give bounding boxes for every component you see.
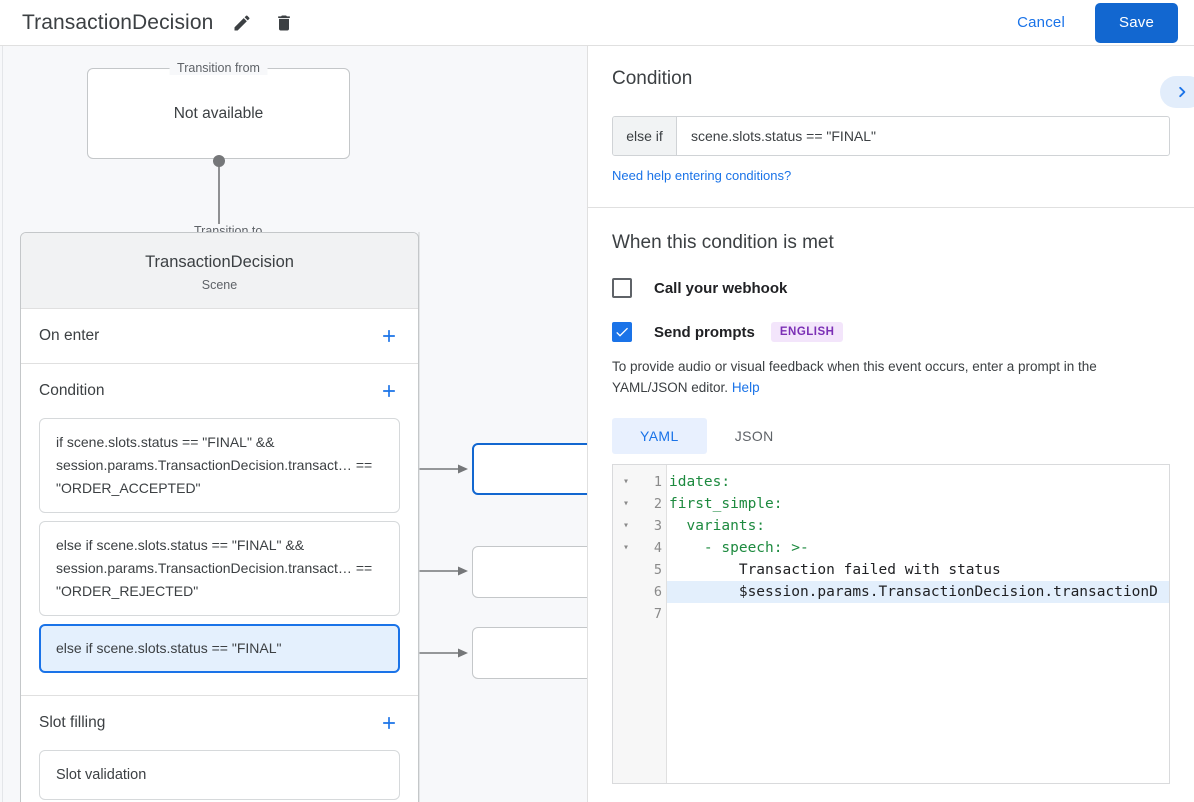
scene-graph-canvas[interactable]: Transition from Not available Transition… [0,46,588,802]
tab-json[interactable]: JSON [734,428,774,444]
condition-list-item[interactable]: else if scene.slots.status == "FINAL" &&… [39,521,400,616]
transition-from-value: Not available [173,104,264,122]
prompts-description-text: To provide audio or visual feedback when… [612,359,1097,395]
line-number: 6 [653,584,662,600]
line-number: 2 [653,496,662,512]
target-node-3[interactable] [472,627,587,679]
app-top-bar: TransactionDecision Cancel Save [0,0,1194,46]
condition-expression-field[interactable]: else if [612,116,1170,156]
plus-icon-condition[interactable] [378,380,400,402]
code-line[interactable]: variants: [669,518,766,534]
transition-from-node[interactable]: Transition from Not available [87,61,350,159]
code-line[interactable]: first_simple: [669,496,783,512]
prompts-description: To provide audio or visual feedback when… [612,356,1170,398]
line-number: 5 [653,562,662,578]
slot-validation-item[interactable]: Slot validation [39,750,400,800]
chevron-right-icon[interactable] [1160,76,1194,108]
line-number: 7 [653,606,662,622]
fold-spacer [613,559,639,581]
code-line[interactable]: Transaction failed with status [669,562,1001,578]
plus-icon-on-enter[interactable] [378,325,400,347]
when-condition-met-title: When this condition is met [612,232,834,253]
target-node-2[interactable] [472,546,587,598]
prompts-help-link[interactable]: Help [731,380,760,395]
fold-spacer [613,603,639,625]
line-number: 1 [653,474,662,490]
page-title: TransactionDecision [22,10,214,34]
fold-caret-icon[interactable]: ▾ [622,476,630,487]
panel-title: Condition [612,68,693,89]
condition-detail-panel: Condition else if Need help entering con… [588,46,1194,802]
fold-caret-icon[interactable]: ▾ [622,542,630,553]
panel-body: When this condition is met Call your web… [588,208,1194,784]
condition-list-item-selected[interactable]: else if scene.slots.status == "FINAL" [39,624,400,673]
line-number: 4 [653,540,662,556]
section-title-on-enter: On enter [39,327,100,344]
pencil-icon[interactable] [229,10,255,36]
code-line[interactable]: idates: [669,474,731,490]
line-number: 3 [653,518,662,534]
yaml-code-editor[interactable]: ▾ ▾ ▾ ▾ 1 2 3 4 5 6 7 idates: first_simple: varian… [612,464,1170,784]
code-line[interactable] [667,603,1169,625]
editor-code-area[interactable]: idates: first_simple: variants: - speech:… [667,465,1169,783]
editor-fold-gutter[interactable]: ▾ ▾ ▾ ▾ [613,465,639,783]
save-button[interactable]: Save [1095,2,1178,43]
transition-from-legend: Transition from [169,61,268,75]
fold-caret-icon[interactable]: ▾ [622,520,630,531]
condition-list-item[interactable]: if scene.slots.status == "FINAL" && sess… [39,418,400,513]
condition-prefix-label: else if [613,117,677,155]
call-webhook-label: Call your webhook [654,279,788,297]
call-webhook-row[interactable]: Call your webhook [612,278,1170,298]
code-line[interactable]: - speech: >- [669,540,809,556]
canvas-left-divider [2,46,3,802]
code-line[interactable]: $session.params.TransactionDecision.tran… [667,581,1169,603]
section-on-enter: On enter [21,309,418,364]
send-prompts-label: Send prompts [654,323,755,341]
target-node-1[interactable] [472,443,587,495]
editor-format-tabs: YAML JSON [612,418,1170,454]
panel-header: Condition else if Need help entering con… [588,46,1194,208]
scene-type: Scene [201,278,238,292]
section-slot-filling: Slot filling Slot validation [21,696,418,802]
cancel-button[interactable]: Cancel [1001,6,1081,39]
section-condition: Condition if scene.slots.status == "FINA… [21,364,418,696]
fold-caret-icon[interactable]: ▾ [622,498,630,509]
send-prompts-checkbox[interactable] [612,322,632,342]
scene-name: TransactionDecision [145,253,294,271]
tab-yaml[interactable]: YAML [612,418,707,454]
condition-expression-input[interactable] [677,117,1169,155]
trash-icon[interactable] [271,10,297,36]
scene-card-header[interactable]: TransactionDecision Scene [21,233,418,309]
editor-line-numbers: 1 2 3 4 5 6 7 [639,465,667,783]
topbar-actions: Cancel Save [1001,2,1194,43]
send-prompts-row[interactable]: Send prompts ENGLISH [612,322,1170,342]
plus-icon-slot-filling[interactable] [378,712,400,734]
fold-spacer [613,581,639,603]
section-title-slot-filling: Slot filling [39,714,106,731]
condition-help-link[interactable]: Need help entering conditions? [612,168,792,183]
call-webhook-checkbox[interactable] [612,278,632,298]
scene-card: TransactionDecision Scene On enter Condi… [20,232,419,802]
section-title-condition: Condition [39,382,105,399]
language-badge: ENGLISH [770,322,844,342]
